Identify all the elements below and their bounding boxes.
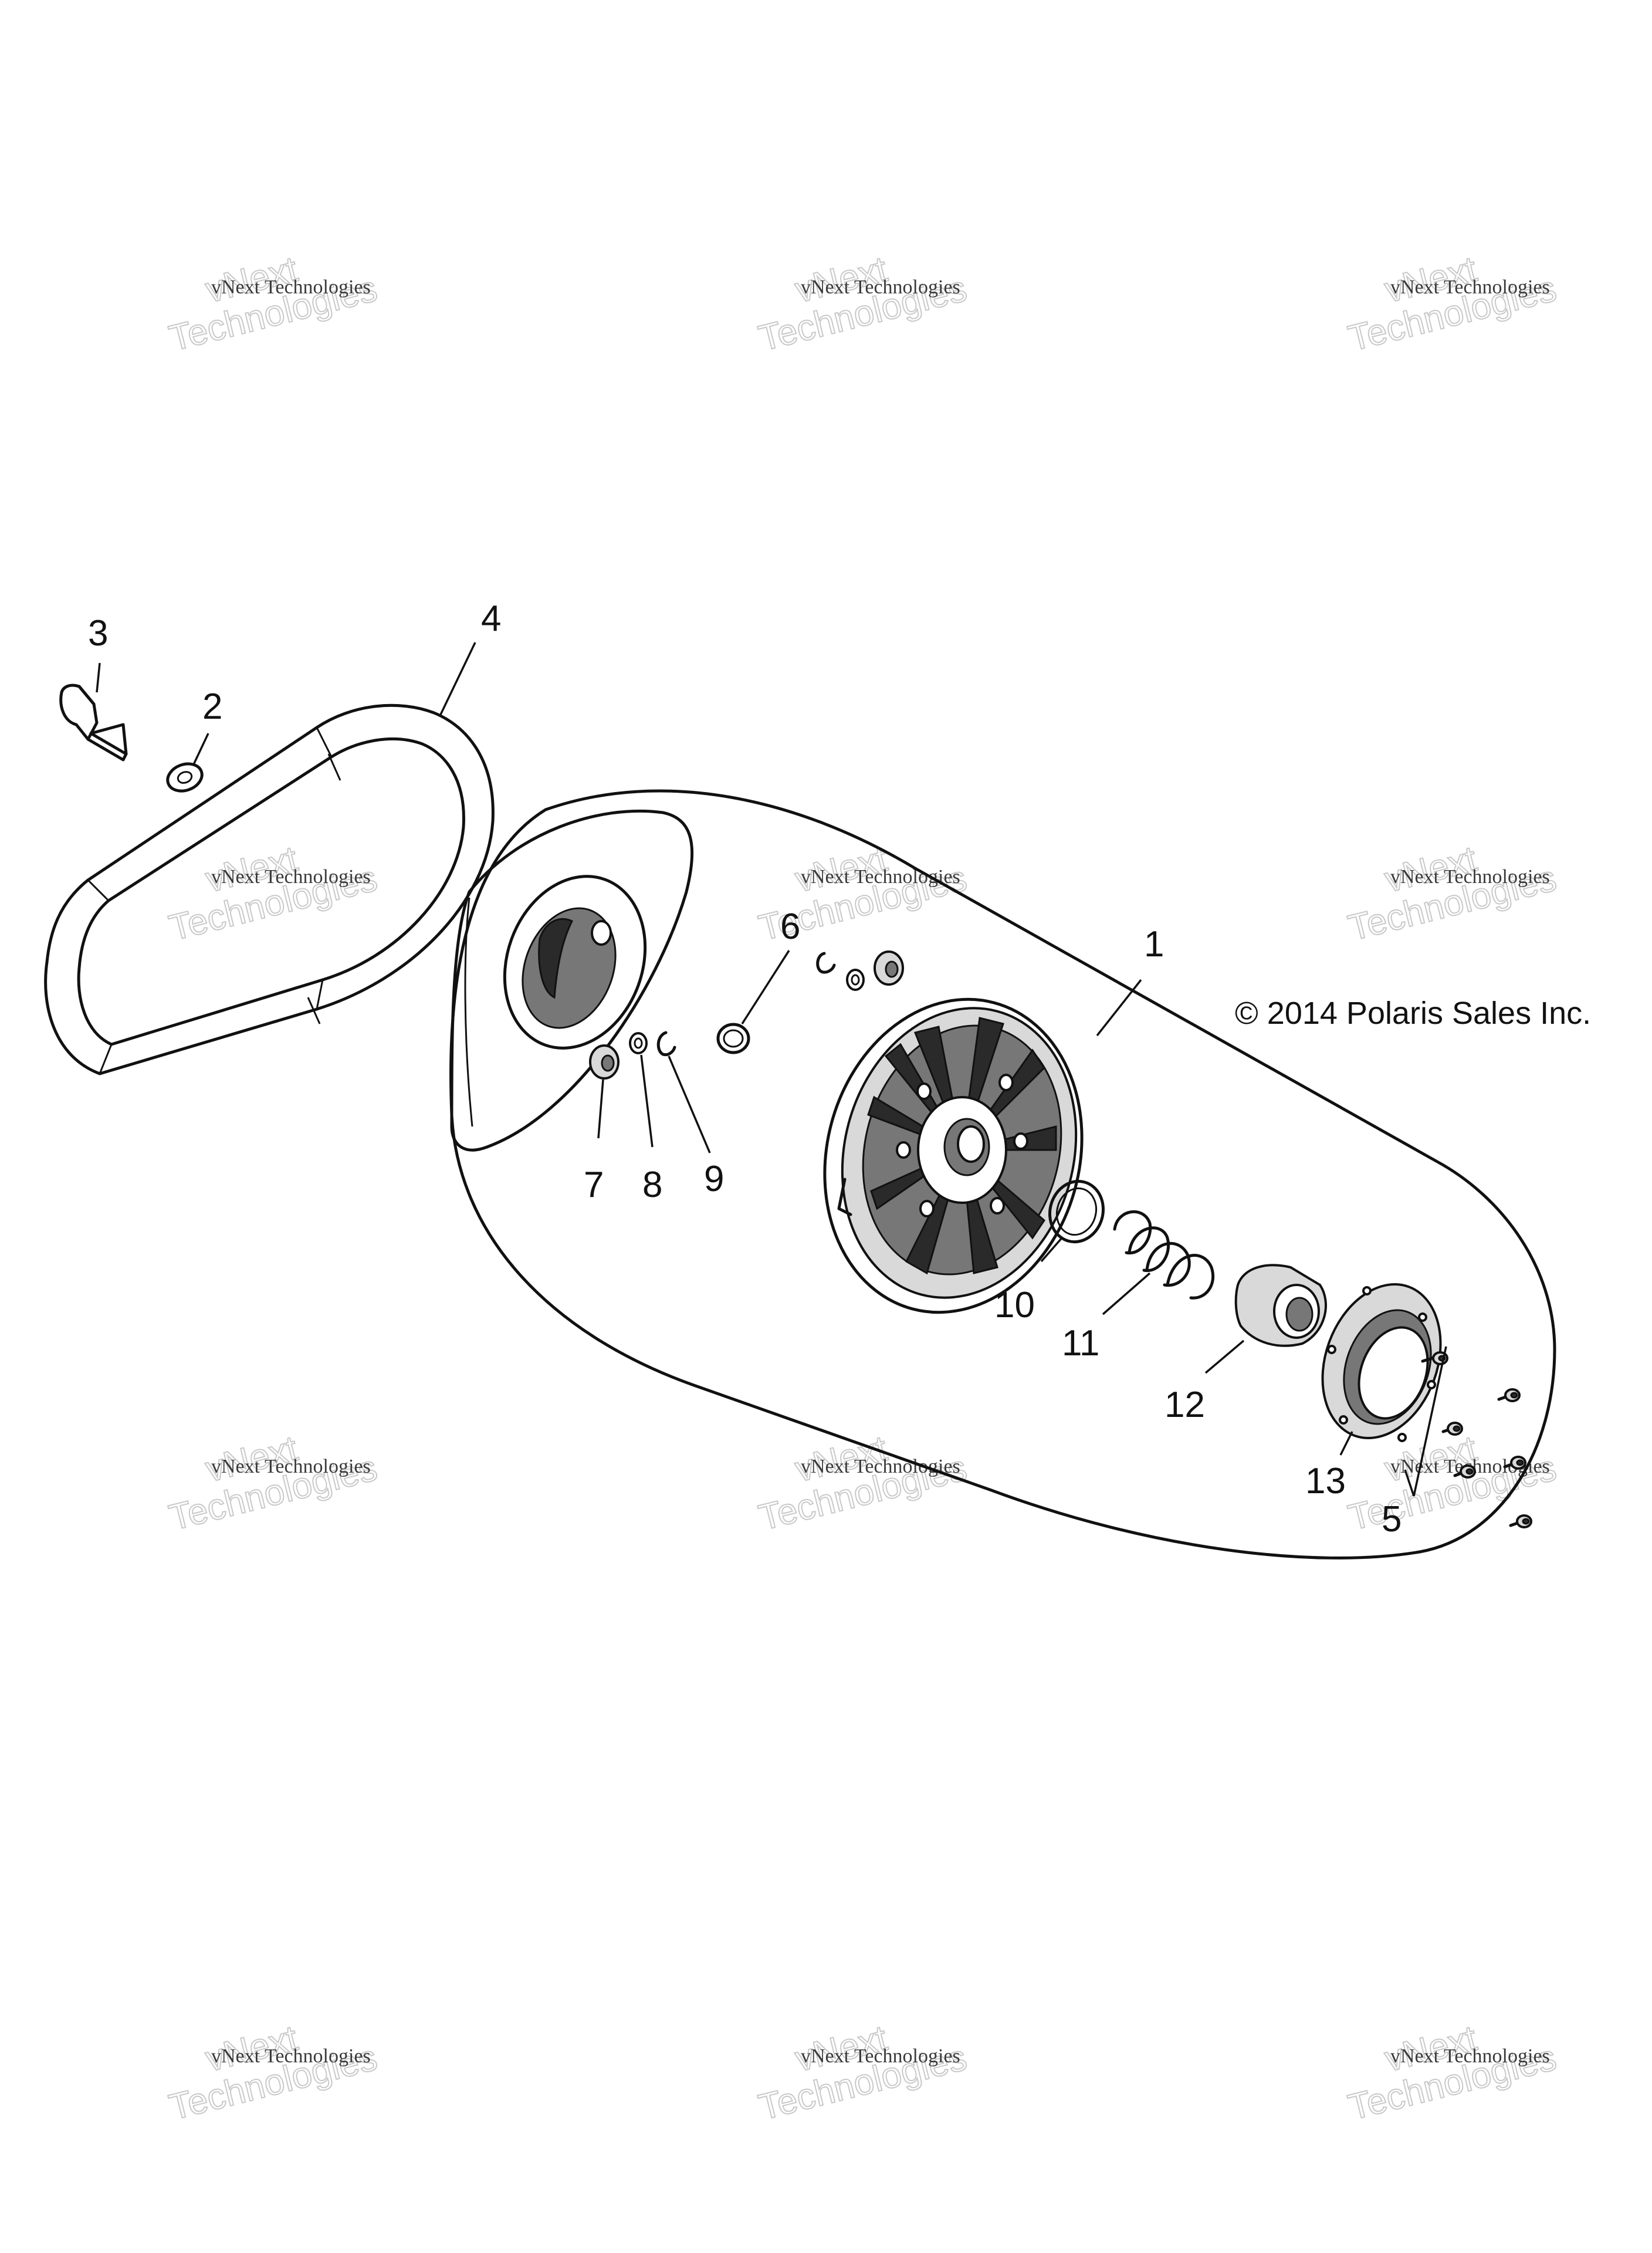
thrust-washer [629,1032,648,1054]
watermark: vNext Technologies vNext Technologies [165,248,382,360]
callout-3: 3 [88,613,108,654]
watermark: vNext Technologies vNext Technologies [165,1427,382,1539]
o-ring [716,1023,750,1054]
svg-text:vNext Technologies: vNext Technologies [1390,2045,1550,2067]
fixed-sheave [450,809,694,1152]
upper-bushing [874,950,904,986]
watermark: vNext Technologies vNext Technologies [165,2017,382,2129]
callout-1: 1 [1144,924,1164,965]
callout-8: 8 [642,1165,662,1205]
washer [166,762,204,793]
callout-13: 13 [1305,1461,1346,1501]
svg-text:vNext Technologies: vNext Technologies [211,1456,371,1477]
copyright-notice: © 2014 Polaris Sales Inc. [1235,996,1591,1031]
callout-6: 6 [780,906,800,947]
callout-11: 11 [1062,1323,1099,1364]
screw [1503,1456,1526,1470]
upper-washer [846,969,865,991]
svg-text:vNext Technologies: vNext Technologies [801,2045,960,2067]
callout-4: 4 [481,598,501,639]
watermark: vNext Technologies vNext Technologies [1344,2017,1561,2129]
screw [1497,1388,1521,1402]
svg-text:vNext Technologies: vNext Technologies [1390,276,1550,298]
leader-lines [96,642,1447,1497]
callout-9: 9 [704,1159,724,1199]
svg-text:vNext Technologies: vNext Technologies [211,276,371,298]
callout-2: 2 [202,686,222,727]
watermark: vNext Technologies vNext Technologies [1344,838,1561,949]
spring [1113,1210,1215,1300]
bushing [589,1044,620,1080]
callout-7: 7 [584,1165,604,1205]
watermark: vNext Technologies vNext Technologies [1344,248,1561,360]
callout-5: 5 [1382,1499,1402,1540]
screw [1453,1464,1476,1479]
watermark: vNext Technologies vNext Technologies [754,2017,971,2129]
watermark: vNext Technologies vNext Technologies [754,248,971,360]
watermark: vNext Technologies vNext Technologies [165,838,382,949]
spacer [1234,1264,1327,1347]
svg-text:vNext Technologies: vNext Technologies [211,866,371,888]
callouts: 1 2 3 4 5 6 7 8 9 10 11 12 13 [88,598,1402,1540]
svg-text:vNext Technologies: vNext Technologies [211,2045,371,2067]
screw [1509,1514,1532,1528]
bolt [59,684,128,762]
svg-text:vNext Technologies: vNext Technologies [1390,866,1550,888]
svg-text:vNext Technologies: vNext Technologies [801,1456,960,1477]
svg-text:vNext Technologies: vNext Technologies [801,276,960,298]
cover-plate [1321,1283,1442,1442]
screws [1421,1351,1532,1528]
callout-10: 10 [994,1285,1035,1325]
upper-clip [816,952,836,974]
seal-ring [1048,1179,1105,1244]
callout-12: 12 [1164,1385,1205,1425]
e-clip [656,1031,676,1057]
movable-sheave [823,997,1084,1314]
svg-text:vNext Technologies: vNext Technologies [801,866,960,888]
drive-belt [44,703,495,1075]
screw [1441,1422,1463,1436]
